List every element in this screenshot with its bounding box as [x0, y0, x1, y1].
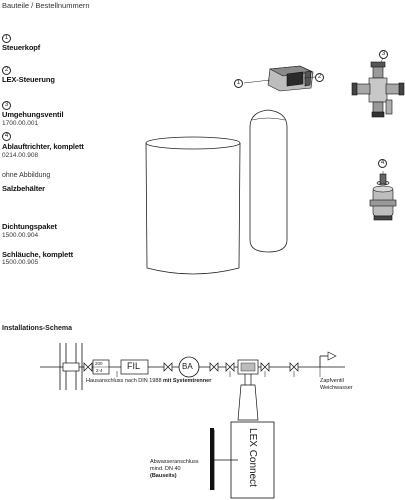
callout-2: 2	[315, 73, 324, 82]
part-name-schlaeuche: Schläuche, komplett	[2, 250, 74, 259]
lex-device-label: LEX Connect	[247, 428, 258, 487]
callout-3: 3	[379, 50, 388, 59]
resin-tank-illustration	[249, 109, 288, 253]
callout-4: 4	[378, 159, 387, 168]
part-name-ablauftrichter: Ablauftrichter, komplett	[2, 142, 84, 151]
filter-label: FIL	[127, 361, 141, 371]
part-number-4: 4	[2, 132, 11, 141]
tap-label-line2: Weichwasser	[320, 385, 353, 391]
drain-funnel-illustration	[369, 173, 397, 221]
page-title: Bauteile / Bestellnummern	[2, 1, 90, 10]
part-name-dichtungspaket: Dichtungspaket	[2, 222, 57, 231]
part-number-2: 2	[2, 66, 11, 75]
part-name-salzbehaelter: Salzbehälter	[2, 184, 45, 193]
tap-label-line1: Zapfventil	[320, 378, 344, 384]
house-connection-text: Hausanschluss nach DIN 1988	[86, 378, 162, 384]
schema-title: Installations-Schema	[2, 325, 73, 332]
part-name-lex-steuerung: LEX-Steuerung	[2, 75, 55, 84]
house-connection-note: Hausanschluss nach DIN 1988 mit Systemtr…	[86, 378, 211, 384]
salt-container-illustration	[145, 136, 241, 275]
part-name-umgehungsventil: Umgehungsventil	[2, 110, 64, 119]
components-illustration	[145, 57, 405, 275]
leader-line-2	[303, 76, 316, 79]
bypass-valve-illustration	[351, 61, 405, 118]
drain-label-line2: mind. DN 40	[150, 466, 181, 472]
pressure-reducer-bottom-label: 2-4	[96, 368, 103, 373]
without-illustration-label: ohne Abbildung	[2, 172, 51, 179]
part-order-umgehungsventil: 1700.00.001	[2, 120, 39, 127]
pressure-reducer-top-label: 200	[95, 361, 103, 366]
part-order-schlaeuche: 1500.00.905	[2, 259, 39, 266]
part-number-1: 1	[2, 34, 11, 43]
part-name-steuerkopf: Steuerkopf	[2, 43, 41, 52]
drain-label-line3: (Bauseits)	[150, 473, 177, 479]
house-connection-bold: mit Systemtrenner	[163, 378, 212, 384]
control-head-illustration	[267, 65, 314, 92]
part-number-3: 3	[2, 101, 11, 110]
backflow-label: BA	[182, 362, 193, 371]
callout-1: 1	[234, 79, 243, 88]
part-order-ablauftrichter: 0214.00.908	[2, 152, 39, 159]
drain-label-line1: Abwasseranschluss	[150, 459, 199, 465]
part-order-dichtungspaket: 1500.00.904	[2, 232, 39, 239]
leader-line-1	[243, 79, 271, 84]
